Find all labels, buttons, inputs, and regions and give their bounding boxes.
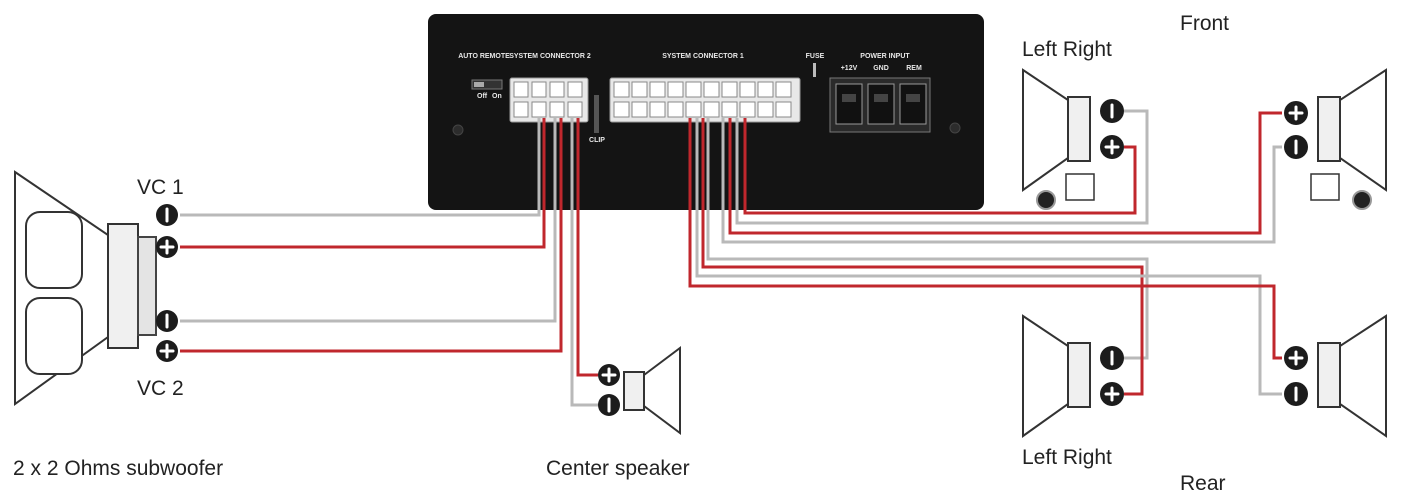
wire-vc2-negative [180,118,557,323]
vc2-positive-terminal-icon [156,340,178,362]
front-right-negative-terminal-icon [1284,135,1308,159]
clip-led [594,95,599,133]
wire-rear-right-positive [688,118,1282,360]
subwoofer-magnet [107,223,139,349]
center-speaker [623,346,681,435]
rear-right-cone [1339,314,1387,438]
wire-vc1-negative [180,118,541,217]
front-right-label-plate [1310,173,1340,201]
subwoofer [14,170,157,406]
front-left-positive-terminal-icon [1100,135,1124,159]
front-left-tweeter-icon [1036,190,1056,210]
wire-rear-left-negative [706,118,1149,360]
system-connector-2[interactable] [509,77,589,123]
front-left-right-label: Left Right [1022,38,1112,61]
wire-front-right-positive [728,111,1282,235]
wire-center-negative [570,118,598,407]
vc2-negative-terminal-icon [156,310,178,332]
terminals [156,99,1308,416]
rear-left-speaker [1022,314,1091,438]
wires [180,109,1282,407]
clip-label: CLIP [589,137,605,144]
wire-vc2-positive [180,118,563,353]
wire-rear-right-negative [695,118,1282,396]
system-connector-1-label: SYSTEM CONNECTOR 1 [662,53,744,60]
center-speaker-cone [643,346,681,435]
center-positive-terminal-icon [598,364,620,386]
front-left-speaker [1022,68,1095,210]
wire-front-right-negative [721,118,1282,244]
gnd-label: GND [873,65,889,72]
rem-label: REM [906,65,922,72]
wire-vc1-positive [180,118,546,249]
subwoofer-backplate [137,236,157,336]
rear-left-right-label: Left Right [1022,446,1112,469]
rear-right-magnet [1317,342,1341,408]
auto-remote-switch[interactable] [471,79,503,90]
amplifier: AUTO REMOTE Off On SYSTEM CONNECTOR 2 SY… [428,14,984,210]
rear-left-magnet [1067,342,1091,408]
front-right-cone [1339,68,1387,192]
front-right-speaker [1310,68,1387,210]
mount-screw-icon [949,122,961,134]
vc1-negative-terminal-icon [156,204,178,226]
rear-right-positive-terminal-icon [1284,346,1308,370]
front-left-magnet [1067,96,1091,162]
mount-screw-icon [452,124,464,136]
front-label: Front [1180,12,1229,35]
wire-front-left-positive [743,118,1137,215]
subwoofer-cone-panel [25,297,83,375]
wire-center-positive [576,118,598,377]
wire-front-left-negative [735,109,1149,225]
rear-right-speaker [1317,314,1387,438]
front-right-tweeter-icon [1352,190,1372,210]
fuse-icon [813,63,816,77]
subwoofer-label: 2 x 2 Ohms subwoofer [13,457,223,480]
front-left-cone [1022,68,1069,192]
rear-label: Rear [1180,472,1226,495]
vc1-positive-terminal-icon [156,236,178,258]
system-connector-2-label: SYSTEM CONNECTOR 2 [509,53,591,60]
switch-on-label: On [492,93,502,100]
fuse-label: FUSE [806,53,825,60]
front-left-negative-terminal-icon [1100,99,1124,123]
auto-remote-label: AUTO REMOTE [458,53,510,60]
front-right-magnet [1317,96,1341,162]
plus12v-label: +12V [841,65,858,72]
switch-off-label: Off [477,93,488,100]
vc1-label: VC 1 [137,176,184,199]
center-speaker-magnet [623,371,645,411]
rear-left-positive-terminal-icon [1100,382,1124,406]
center-negative-terminal-icon [598,394,620,416]
rear-left-negative-terminal-icon [1100,346,1124,370]
power-input-terminals[interactable] [829,77,931,133]
switch-knob [474,82,484,87]
power-input-label: POWER INPUT [860,53,910,60]
rear-left-cone [1022,314,1069,438]
vc2-label: VC 2 [137,377,184,400]
subwoofer-cone-panel [25,211,83,289]
center-speaker-label: Center speaker [546,457,690,480]
wire-rear-left-positive [701,118,1144,396]
system-connector-1[interactable] [609,77,801,123]
rear-right-negative-terminal-icon [1284,382,1308,406]
front-right-positive-terminal-icon [1284,101,1308,125]
front-left-label-plate [1065,173,1095,201]
